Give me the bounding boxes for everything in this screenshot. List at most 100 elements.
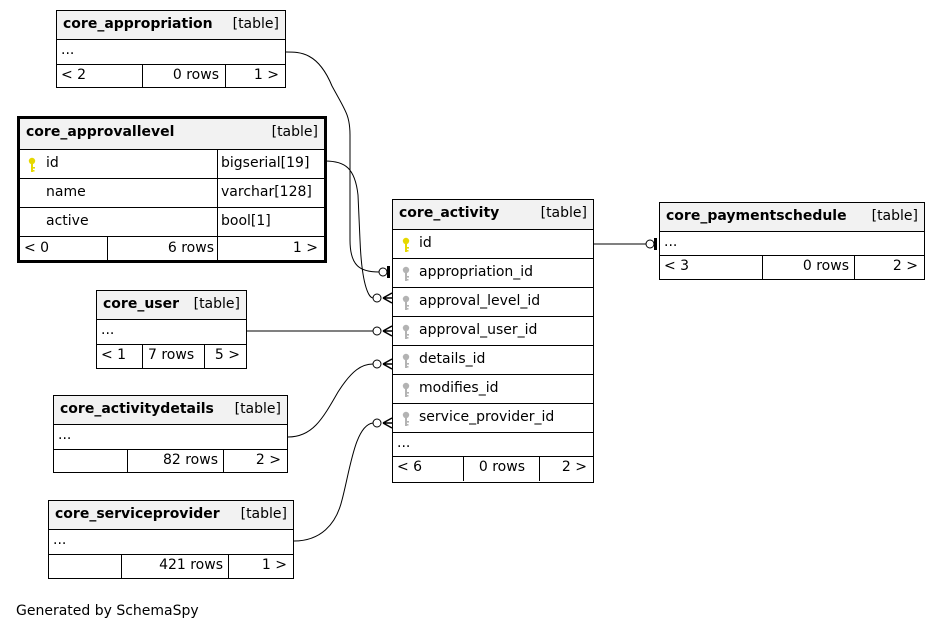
more-columns: ... bbox=[61, 42, 75, 58]
parents-count: < 2 bbox=[61, 67, 87, 83]
table-core-serviceprovider[interactable]: core_serviceprovider [table] ... 421 row… bbox=[48, 500, 294, 579]
column-row-name: name varchar[128] bbox=[20, 179, 324, 208]
table-core-approvallevel[interactable]: core_approvallevel [table] id bigserial[… bbox=[17, 116, 327, 263]
more-columns: ... bbox=[397, 435, 411, 451]
table-footer: 421 rows 1 > bbox=[49, 555, 293, 578]
table-core-activity[interactable]: core_activity [table] id appropriation_i… bbox=[392, 199, 594, 483]
table-type: [table] bbox=[234, 401, 281, 417]
table-name: core_serviceprovider bbox=[55, 506, 220, 522]
table-header: core_user [table] bbox=[97, 291, 246, 320]
table-name: core_user bbox=[103, 296, 180, 312]
rel-paymentschedule-circle bbox=[645, 239, 655, 249]
table-type: [table] bbox=[540, 205, 587, 221]
rel-serviceprovider-line bbox=[293, 422, 374, 542]
column-type: bigserial[19] bbox=[221, 155, 310, 171]
column-type: varchar[128] bbox=[221, 184, 312, 200]
rel-approvallevel-circle bbox=[372, 293, 382, 303]
column-row-appropriation-id: appropriation_id bbox=[393, 259, 593, 288]
more-columns-row: ... bbox=[49, 530, 293, 555]
primary-key-icon bbox=[402, 237, 410, 252]
children-count: 1 > bbox=[261, 557, 287, 573]
more-columns: ... bbox=[58, 427, 72, 443]
children-count: 2 > bbox=[561, 459, 587, 475]
more-columns: ... bbox=[664, 234, 678, 250]
row-count: 421 rows bbox=[159, 557, 223, 573]
more-columns-row: ... bbox=[393, 433, 593, 457]
table-name: core_paymentschedule bbox=[666, 208, 847, 224]
children-count: 1 > bbox=[253, 67, 279, 83]
rel-details-crow bbox=[382, 358, 393, 370]
table-name: core_appropriation bbox=[63, 16, 213, 32]
table-type: [table] bbox=[232, 16, 279, 32]
column-name: approval_user_id bbox=[419, 322, 538, 338]
rel-user-circle bbox=[372, 326, 382, 336]
column-name: appropriation_id bbox=[419, 264, 534, 280]
table-core-user[interactable]: core_user [table] ... < 1 7 rows 5 > bbox=[96, 290, 247, 369]
table-core-paymentschedule[interactable]: core_paymentschedule [table] ... < 3 0 r… bbox=[659, 202, 925, 280]
row-count: 0 rows bbox=[172, 67, 219, 83]
column-type: bool[1] bbox=[221, 213, 271, 229]
table-footer: < 1 7 rows 5 > bbox=[97, 345, 246, 368]
table-core-activitydetails[interactable]: core_activitydetails [table] ... 82 rows… bbox=[53, 395, 288, 473]
column-row-approval-user-id: approval_user_id bbox=[393, 317, 593, 346]
more-columns-row: ... bbox=[97, 320, 246, 345]
column-row-id: id bigserial[19] bbox=[20, 150, 324, 179]
row-count: 0 rows bbox=[802, 258, 849, 274]
column-row-approval-level-id: approval_level_id bbox=[393, 288, 593, 317]
foreign-key-icon bbox=[402, 324, 410, 339]
column-name: modifies_id bbox=[419, 380, 499, 396]
row-count: 0 rows bbox=[478, 459, 525, 475]
table-name: core_approvallevel bbox=[26, 124, 175, 140]
more-columns: ... bbox=[101, 322, 115, 338]
rel-user-crow bbox=[382, 325, 393, 337]
table-header: core_activity [table] bbox=[393, 200, 593, 230]
table-type: [table] bbox=[193, 296, 240, 312]
column-name: id bbox=[419, 235, 432, 251]
table-footer: 82 rows 2 > bbox=[54, 450, 287, 472]
rel-serviceprovider-crow bbox=[382, 417, 393, 429]
table-footer: < 2 0 rows 1 > bbox=[57, 65, 285, 87]
row-count: 82 rows bbox=[162, 452, 218, 468]
more-columns-row: ... bbox=[54, 425, 287, 450]
rel-serviceprovider-circle bbox=[372, 418, 382, 428]
column-row-modifies-id: modifies_id bbox=[393, 375, 593, 404]
table-header: core_paymentschedule [table] bbox=[660, 203, 924, 232]
column-name: details_id bbox=[419, 351, 486, 367]
column-row-active: active bool[1] bbox=[20, 208, 324, 237]
table-footer: < 6 0 rows 2 > bbox=[393, 457, 593, 481]
table-type: [table] bbox=[240, 506, 287, 522]
parents-count: < 3 bbox=[664, 258, 690, 274]
children-count: 2 > bbox=[255, 452, 281, 468]
table-header: core_activitydetails [table] bbox=[54, 396, 287, 425]
parents-count: < 0 bbox=[24, 240, 50, 256]
column-name: approval_level_id bbox=[419, 293, 541, 309]
rel-appropriation-circle bbox=[378, 267, 388, 277]
children-count: 5 > bbox=[214, 347, 240, 363]
parents-count: < 1 bbox=[101, 347, 127, 363]
row-count: 7 rows bbox=[148, 347, 195, 363]
primary-key-icon bbox=[28, 157, 36, 172]
rel-appropriation-bar bbox=[387, 266, 390, 278]
column-name: service_provider_id bbox=[419, 409, 555, 425]
column-row-details-id: details_id bbox=[393, 346, 593, 375]
column-name: id bbox=[46, 155, 59, 171]
column-name: active bbox=[46, 213, 89, 229]
row-count: 6 rows bbox=[167, 240, 214, 256]
more-columns-row: ... bbox=[57, 40, 285, 65]
foreign-key-icon bbox=[402, 382, 410, 397]
table-name: core_activity bbox=[399, 205, 500, 221]
more-columns-row: ... bbox=[660, 232, 924, 256]
rel-approvallevel-crow bbox=[382, 292, 393, 304]
children-count: 1 > bbox=[292, 240, 318, 256]
rel-details-line bbox=[287, 363, 374, 438]
foreign-key-icon bbox=[402, 411, 410, 426]
foreign-key-icon bbox=[402, 266, 410, 281]
table-type: [table] bbox=[271, 124, 318, 140]
table-core-appropriation[interactable]: core_appropriation [table] ... < 2 0 row… bbox=[56, 10, 286, 88]
rel-details-circle bbox=[372, 359, 382, 369]
children-count: 2 > bbox=[892, 258, 918, 274]
generated-by-footer: Generated by SchemaSpy bbox=[16, 603, 199, 619]
table-footer: < 3 0 rows 2 > bbox=[660, 256, 924, 279]
table-type: [table] bbox=[871, 208, 918, 224]
